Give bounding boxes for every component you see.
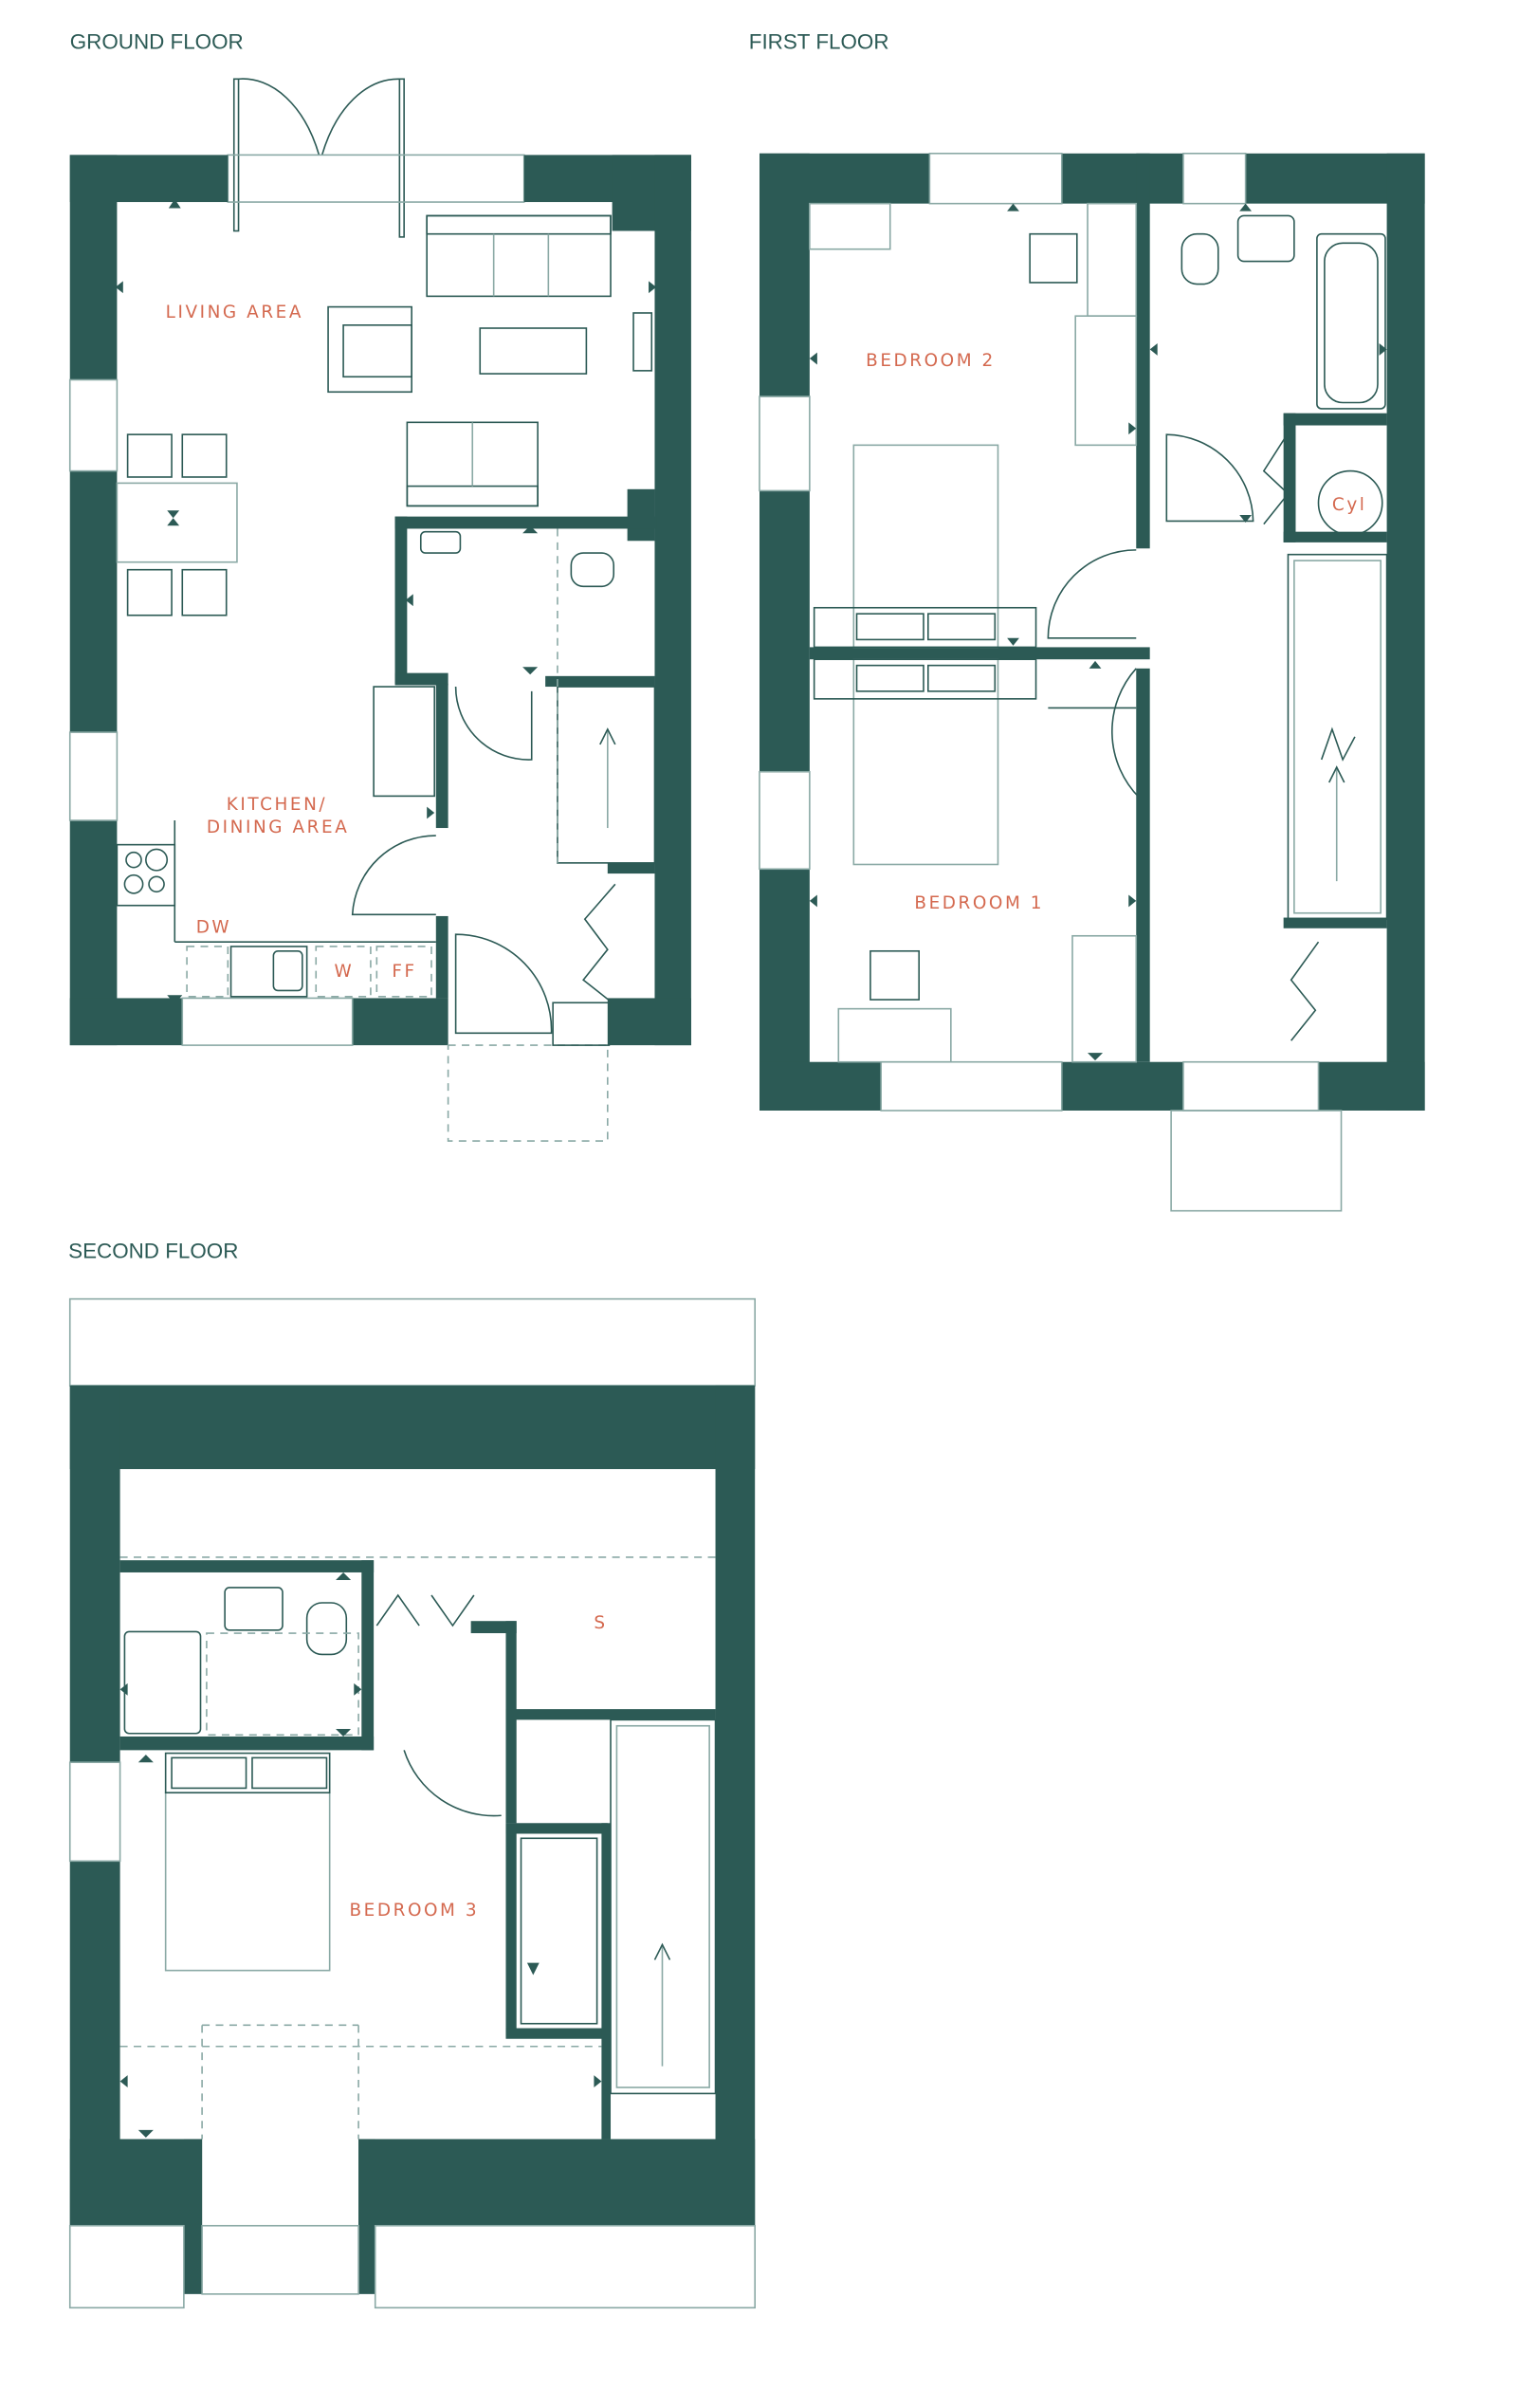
room-label-bedroom-1: BEDROOM 1 <box>914 893 1044 913</box>
window <box>880 1060 1063 1112</box>
entry-mat <box>552 1002 611 1046</box>
window <box>1182 1060 1320 1112</box>
label-cylinder: Cyl <box>1332 495 1367 515</box>
socket-markers <box>119 1572 602 2138</box>
porch <box>447 1044 609 1142</box>
window <box>928 152 1063 205</box>
sloped-ceiling <box>206 1632 359 1737</box>
toilet <box>1180 232 1219 285</box>
room-label-dining: DINING AREA <box>207 818 349 837</box>
armchair <box>327 305 412 394</box>
door-bedroom2[interactable] <box>1047 549 1137 639</box>
desk <box>837 1007 952 1063</box>
bath <box>1316 232 1386 410</box>
hob <box>116 843 176 907</box>
window <box>181 997 354 1046</box>
sofa-small <box>406 421 539 507</box>
ground-floor-plan: GROUND FLOOR <box>68 29 691 1142</box>
door-bathroom[interactable] <box>1165 433 1254 523</box>
window <box>1182 152 1247 205</box>
sofa <box>426 214 612 298</box>
stairs <box>1287 553 1388 920</box>
bed-bedroom2 <box>813 444 1037 649</box>
room-label-living-area: LIVING AREA <box>166 303 303 322</box>
first-walls <box>760 153 1425 1111</box>
door-kitchen[interactable] <box>351 835 436 916</box>
wardrobe <box>1071 934 1138 1063</box>
fridge-freezer <box>375 946 432 998</box>
ground-walls <box>69 155 691 1046</box>
cupboard-doors[interactable] <box>375 1593 475 1627</box>
front-door[interactable] <box>454 933 553 1035</box>
shelf <box>809 202 891 250</box>
label-washer: W <box>334 962 354 982</box>
window <box>68 1761 121 1863</box>
wardrobe <box>1087 202 1138 317</box>
window <box>68 378 119 472</box>
bed-bedroom3 <box>164 1752 331 1972</box>
cupboard-door[interactable] <box>1290 941 1320 1041</box>
socket-markers <box>809 203 1387 1061</box>
room-label-storage: S <box>594 1613 607 1633</box>
bed-bedroom1 <box>813 658 1037 866</box>
basin <box>224 1587 284 1631</box>
toilet <box>305 1602 348 1656</box>
cupboard <box>373 686 435 798</box>
dishwasher <box>186 946 229 998</box>
patio-doors[interactable] <box>227 78 525 238</box>
desk <box>1029 232 1078 284</box>
window <box>759 395 811 492</box>
room-label-kitchen: KITCHEN/ <box>227 795 327 815</box>
wardrobe <box>1074 315 1138 447</box>
dormer <box>201 2224 359 2295</box>
dining-table <box>116 433 238 616</box>
stairs <box>610 1719 717 2095</box>
sink <box>229 946 308 998</box>
window <box>68 731 119 821</box>
room-label-bedroom-2: BEDROOM 2 <box>866 351 996 371</box>
second-floor-title: SECOND FLOOR <box>68 1239 238 1262</box>
cylinder-cupboard: Cyl <box>1262 432 1383 536</box>
coffee-table <box>479 327 588 375</box>
roof-edge <box>68 2224 185 2309</box>
first-floor-title: FIRST FLOOR <box>749 29 889 53</box>
washer <box>315 946 372 998</box>
first-floor-plan: FIRST FLOOR <box>749 29 1425 1212</box>
roof-line <box>68 1297 756 1387</box>
wc-toilet <box>570 552 615 588</box>
window <box>759 770 811 871</box>
door-bedroom1[interactable] <box>1111 668 1141 799</box>
shower <box>123 1630 202 1735</box>
room-label-bedroom-3: BEDROOM 3 <box>349 1901 479 1921</box>
second-floor-plan: SECOND FLOOR S <box>68 1239 756 2309</box>
door-bedroom3[interactable] <box>403 1750 502 1817</box>
roof-edge <box>374 2224 756 2309</box>
second-walls <box>69 1385 756 2294</box>
label-fridge-freezer: FF <box>392 962 416 982</box>
balcony-step <box>1170 1110 1343 1212</box>
wc-basin <box>419 530 462 554</box>
ground-floor-title: GROUND FLOOR <box>70 29 244 53</box>
wardrobe <box>520 1837 598 2025</box>
basin <box>1236 214 1295 263</box>
tv-unit <box>632 312 653 372</box>
cupboard-door[interactable] <box>582 883 616 1003</box>
chair <box>869 949 920 1001</box>
label-dishwasher: DW <box>196 918 232 938</box>
stairs <box>557 528 656 864</box>
door-wc[interactable] <box>454 687 533 761</box>
